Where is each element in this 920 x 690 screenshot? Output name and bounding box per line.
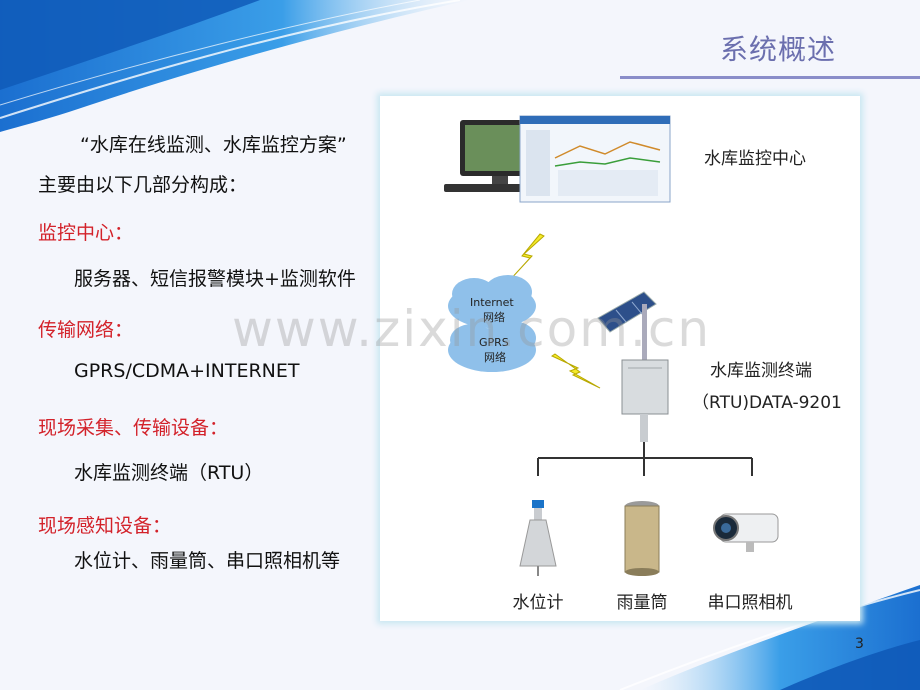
section-heading-network: 传输网络： (38, 319, 134, 341)
section-detail-network: GPRS/CDMA+INTERNET (74, 360, 300, 382)
gprs-cloud-sublabel: 网络 (484, 351, 506, 364)
serial-camera-icon (713, 513, 779, 552)
serial-camera-label: 串口照相机 (707, 593, 793, 613)
section-detail-monitor-center: 服务器、短信报警模块+监测软件 (74, 268, 356, 290)
watermark: www.zixin.com.cn (232, 300, 712, 358)
internet-cloud-label: Internet (470, 296, 514, 309)
water-level-gauge-label: 水位计 (512, 593, 564, 613)
intro-line-1: “水库在线监测、水库监控方案” (80, 134, 347, 156)
monitor-center-label: 水库监控中心 (704, 149, 806, 169)
system-diagram (444, 115, 779, 576)
internet-cloud-sublabel: 网络 (483, 311, 505, 324)
solar-panel-icon (597, 291, 657, 364)
system-diagram-panel: 水库监控中心 Internet 网络 GPRS 网络 水库监测终端 （RTU)D… (380, 96, 860, 621)
title-divider (620, 76, 920, 79)
wireless-link-icon (550, 353, 601, 389)
page-number: 3 (855, 636, 864, 652)
wireless-link-icon (507, 233, 545, 283)
rtu-label: 水库监测终端 (710, 361, 812, 381)
intro-line-2: 主要由以下几部分构成： (38, 174, 248, 196)
gprs-cloud-icon (448, 321, 536, 372)
gprs-cloud-label: GPRS (479, 336, 509, 349)
section-heading-field-sensing: 现场感知设备： (38, 515, 172, 537)
section-heading-monitor-center: 监控中心： (38, 222, 134, 244)
rtu-cabinet-icon (621, 359, 669, 442)
water-level-gauge-icon (519, 500, 557, 576)
rtu-model-label: （RTU)DATA-9201 (692, 393, 842, 413)
section-heading-field-transmission: 现场采集、传输设备： (38, 417, 229, 439)
rain-gauge-icon (624, 501, 660, 576)
section-detail-field-sensing: 水位计、雨量筒、串口照相机等 (74, 550, 341, 572)
connection-lines (537, 442, 753, 476)
internet-cloud-icon (448, 275, 536, 328)
rain-gauge-label: 雨量筒 (616, 593, 668, 613)
page-title: 系统概述 (719, 33, 836, 66)
section-detail-field-transmission: 水库监测终端（RTU） (74, 462, 264, 484)
computer-monitor-icon (444, 115, 671, 203)
